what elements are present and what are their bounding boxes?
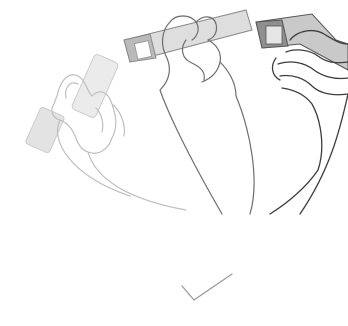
check-icon (182, 274, 232, 300)
hand-pose-ghost-left (25, 53, 186, 210)
device-ghost-left (25, 53, 119, 153)
hand-pose-front-right (256, 14, 348, 214)
hand-pose-middle (124, 10, 254, 214)
device-front-right (256, 14, 348, 70)
device-middle (124, 10, 252, 62)
